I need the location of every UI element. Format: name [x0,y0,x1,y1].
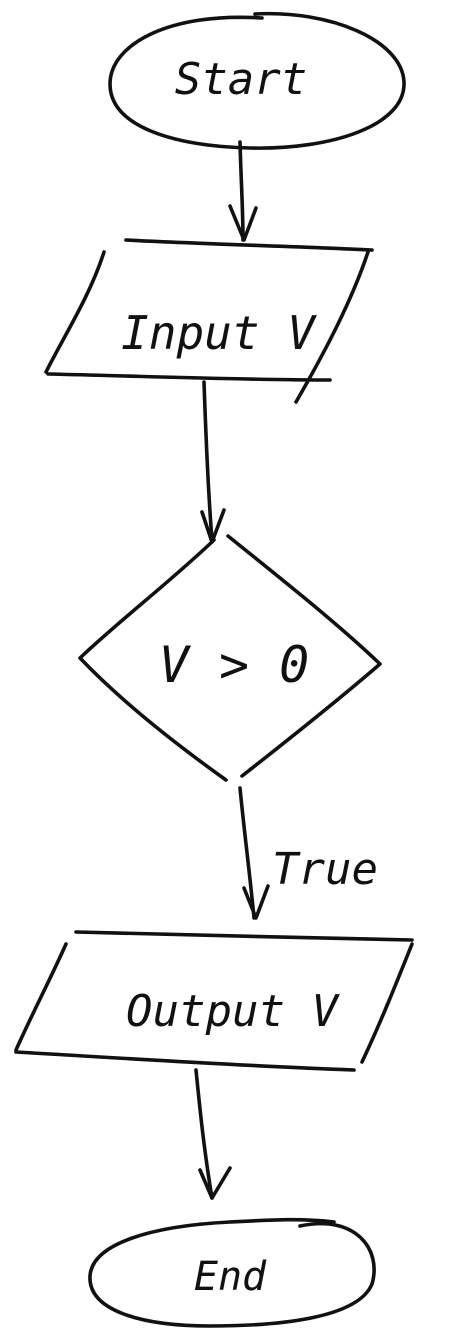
arrow-line [238,140,245,242]
start-label: Start [175,54,307,105]
arrow-line [202,380,214,542]
start-node: Start [108,11,406,150]
decision-diamond [78,534,382,782]
input-label: Input V [121,306,317,360]
arrowhead [228,204,258,242]
arrowhead [200,508,226,544]
true-label: True [272,844,378,895]
input-parallelogram [44,238,374,404]
arrow-line [194,1068,214,1200]
arrowhead [198,1166,232,1200]
start-oval [108,11,406,150]
input-node: Input V [44,238,374,404]
arrowhead [242,884,270,920]
end-oval [88,1217,376,1328]
decision-label: V > 0 [159,636,310,694]
output-node: Output V [14,930,414,1072]
arrow-line [238,786,256,920]
output-label: Output V [126,986,340,1037]
decision-node: V > 0 [78,534,382,782]
edge-input-to-decision [200,380,226,544]
edge-start-to-input [228,140,258,242]
output-parallelogram [14,930,414,1072]
end-node: End [88,1217,376,1328]
edge-output-to-end [194,1068,232,1200]
end-label: End [194,1254,267,1300]
edge-decision-to-output: True [238,786,378,920]
